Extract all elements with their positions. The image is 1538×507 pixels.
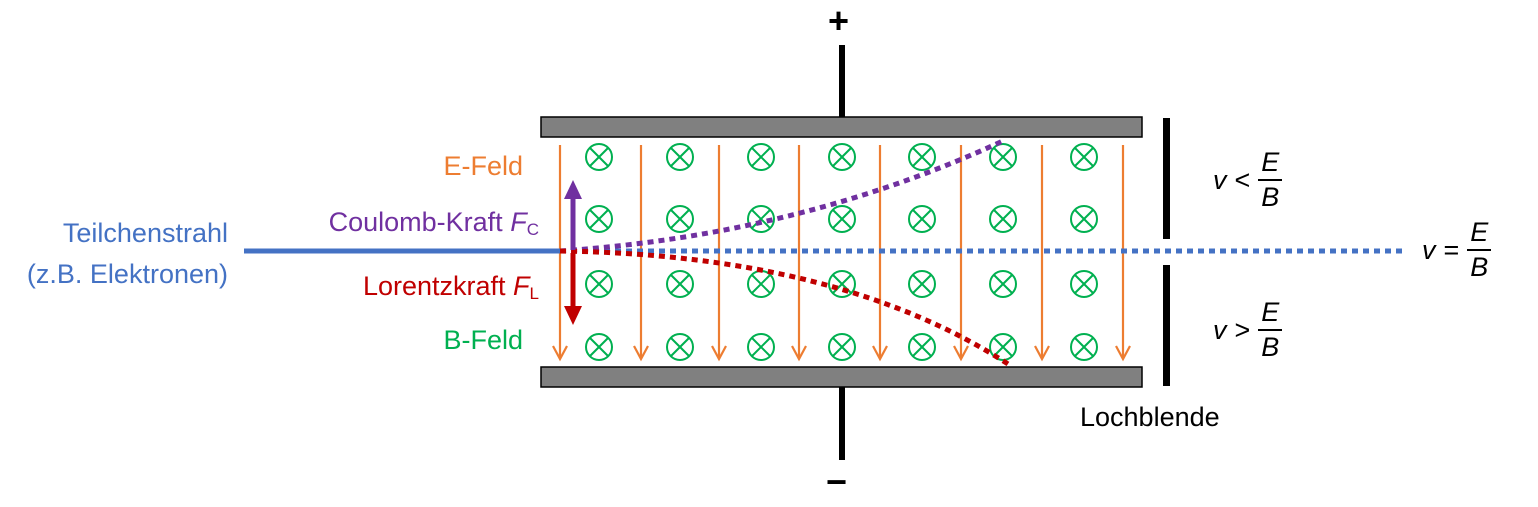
b-field-symbols: [585, 143, 1098, 361]
condition-less-den: B: [1261, 182, 1280, 212]
condition-greater-op: >: [1234, 314, 1251, 345]
condition-equal-den: B: [1470, 252, 1489, 282]
b-field-into-page-symbol: [747, 270, 775, 298]
condition-greater-num: E: [1261, 297, 1280, 327]
beam-label-line2: (z.B. Elektronen): [26, 259, 228, 289]
b-field-into-page-symbol: [908, 143, 936, 171]
condition-equal: v = E B: [1422, 217, 1492, 282]
b-field-into-page-symbol: [828, 143, 856, 171]
b-field-into-page-symbol: [828, 333, 856, 361]
condition-less-num: E: [1261, 147, 1280, 177]
b-field-into-page-symbol: [1070, 205, 1098, 233]
b-field-into-page-symbol: [908, 205, 936, 233]
b-field-into-page-symbol: [666, 143, 694, 171]
aperture-upper: [1163, 118, 1170, 239]
condition-greater-den: B: [1261, 332, 1280, 362]
coulomb-force-arrow: [564, 180, 582, 250]
lorentz-force-label: Lorentzkraft FL: [362, 271, 539, 303]
b-field-into-page-symbol: [585, 270, 613, 298]
b-field-into-page-symbol: [666, 333, 694, 361]
b-field-into-page-symbol: [666, 205, 694, 233]
e-field-arrow: [1034, 145, 1050, 362]
b-field-into-page-symbol: [585, 333, 613, 361]
plus-sign: +: [828, 0, 850, 41]
bottom-plate: [540, 366, 1143, 388]
lorentz-force-subscript: L: [529, 284, 539, 303]
b-field-into-page-symbol: [989, 270, 1017, 298]
lorentz-force-symbol: F: [513, 271, 530, 301]
b-field-into-page-symbol: [747, 333, 775, 361]
b-field-into-page-symbol: [1070, 270, 1098, 298]
b-field-into-page-symbol: [1070, 333, 1098, 361]
b-field-into-page-symbol: [1070, 143, 1098, 171]
aperture-label: Lochblende: [1080, 402, 1220, 432]
b-field-into-page-symbol: [828, 205, 856, 233]
e-field-arrow: [791, 145, 807, 362]
condition-equal-op: =: [1443, 234, 1460, 265]
condition-less-op: <: [1234, 164, 1251, 195]
b-field-into-page-symbol: [666, 270, 694, 298]
b-field-into-page-symbol: [585, 205, 613, 233]
lorentz-deflected-path: [559, 248, 1010, 367]
b-field-into-page-symbol: [747, 143, 775, 171]
b-field-into-page-symbol: [828, 270, 856, 298]
coulomb-force-subscript: C: [526, 220, 539, 239]
coulomb-force-symbol: F: [510, 207, 527, 237]
condition-greater-lhs: v: [1213, 314, 1227, 345]
condition-less: v < E B: [1213, 147, 1283, 212]
b-field-into-page-symbol: [585, 143, 613, 171]
b-field-into-page-symbol: [908, 270, 936, 298]
condition-equal-num: E: [1470, 217, 1489, 247]
b-field-into-page-symbol: [908, 333, 936, 361]
top-plate: [540, 116, 1143, 138]
e-field-label: E-Feld: [443, 151, 523, 181]
condition-less-lhs: v: [1213, 164, 1227, 195]
b-field-label: B-Feld: [443, 325, 523, 355]
b-field-into-page-symbol: [989, 333, 1017, 361]
coulomb-force-text: Coulomb-Kraft: [328, 207, 503, 237]
b-field-into-page-symbol: [989, 205, 1017, 233]
lorentz-force-text: Lorentzkraft: [362, 271, 506, 301]
condition-equal-lhs: v: [1422, 234, 1436, 265]
coulomb-deflected-path: [559, 137, 1007, 254]
beam-label-line1: Teilchenstrahl: [62, 218, 228, 248]
minus-sign: −: [826, 461, 848, 502]
coulomb-force-label: Coulomb-Kraft FC: [328, 207, 539, 239]
condition-greater: v > E B: [1213, 297, 1283, 362]
lorentz-force-arrow: [564, 253, 582, 325]
b-field-into-page-symbol: [747, 205, 775, 233]
b-field-into-page-symbol: [989, 143, 1017, 171]
aperture-lower: [1163, 265, 1170, 386]
